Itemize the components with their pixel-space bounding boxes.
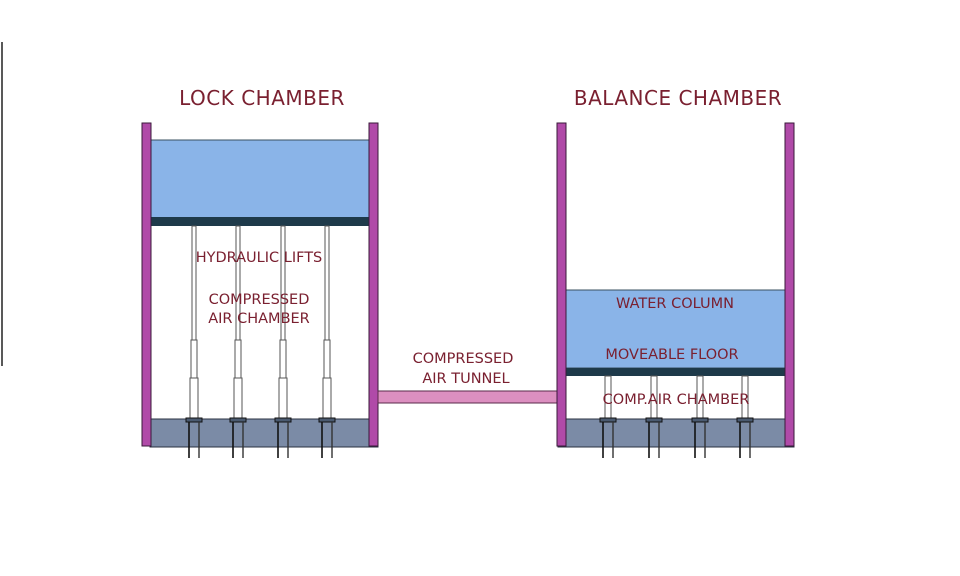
lift-cap [229,417,247,423]
hydraulic-lift-4 [318,225,336,458]
water-column-label: WATER COLUMN [616,296,734,312]
moveable-floor [566,368,785,376]
lift-cap [318,417,336,423]
lift-rod-stage [189,377,199,420]
lift-cap [185,417,203,423]
balance-lifts [599,375,754,458]
lock-chamber-water [149,139,370,219]
lock-chamber-base [149,418,379,448]
balance-chamber-left-wall [556,122,567,447]
lift-rod-stage [322,377,332,420]
compressed-air-chamber-label-1: COMPRESSED [209,292,310,308]
lift-rod-stage [324,225,330,341]
balance-chamber: BALANCE CHAMBER WATER COLUMN MOVEABLE FL… [556,86,795,458]
air-tunnel-label-1: COMPRESSED [413,351,514,367]
lock-chamber-right-wall [368,122,379,447]
lift-cap [736,417,754,423]
balance-chamber-title: BALANCE CHAMBER [574,86,782,110]
lift-cap [691,417,709,423]
lock-chamber-floor [150,217,369,226]
lift-cap [599,417,617,423]
lift-rod-stage [191,225,197,341]
lift-cap [645,417,663,423]
hydraulic-lifts [185,225,336,458]
air-tunnel-pipe [377,390,559,404]
hydraulic-lift-3 [691,375,709,458]
lock-chamber-title: LOCK CHAMBER [179,86,345,110]
hydraulic-lifts-label: HYDRAULIC LIFTS [196,250,323,266]
hydraulic-lift-3 [274,225,292,458]
balance-chamber-right-wall [784,122,795,447]
air-tunnel-label-2: AIR TUNNEL [422,371,509,387]
hydraulic-lift-1 [599,375,617,458]
lift-rod-stage [190,339,198,379]
lift-rod-stage [323,339,331,379]
hydraulic-lift-2 [645,375,663,458]
compressed-air-tunnel: COMPRESSED AIR TUNNEL [377,351,559,404]
comp-air-chamber-label: COMP.AIR CHAMBER [603,392,750,408]
balance-chamber-base [557,418,795,448]
lock-chamber: LOCK CHAMBER HYDRAULIC LIFTS COMPRESSED … [141,86,379,458]
lock-chamber-left-wall [141,122,152,447]
hydraulic-lift-2 [229,225,247,458]
lift-rod-stage [234,339,242,379]
lift-rod-stage [279,339,287,379]
moveable-floor-label: MOVEABLE FLOOR [605,347,738,363]
lift-rod-stage [233,377,243,420]
compressed-air-chamber-label-2: AIR CHAMBER [208,311,310,327]
lift-cap [274,417,292,423]
hydraulic-lift-4 [736,375,754,458]
lift-rod-stage [278,377,288,420]
hydraulic-lift-1 [185,225,203,458]
